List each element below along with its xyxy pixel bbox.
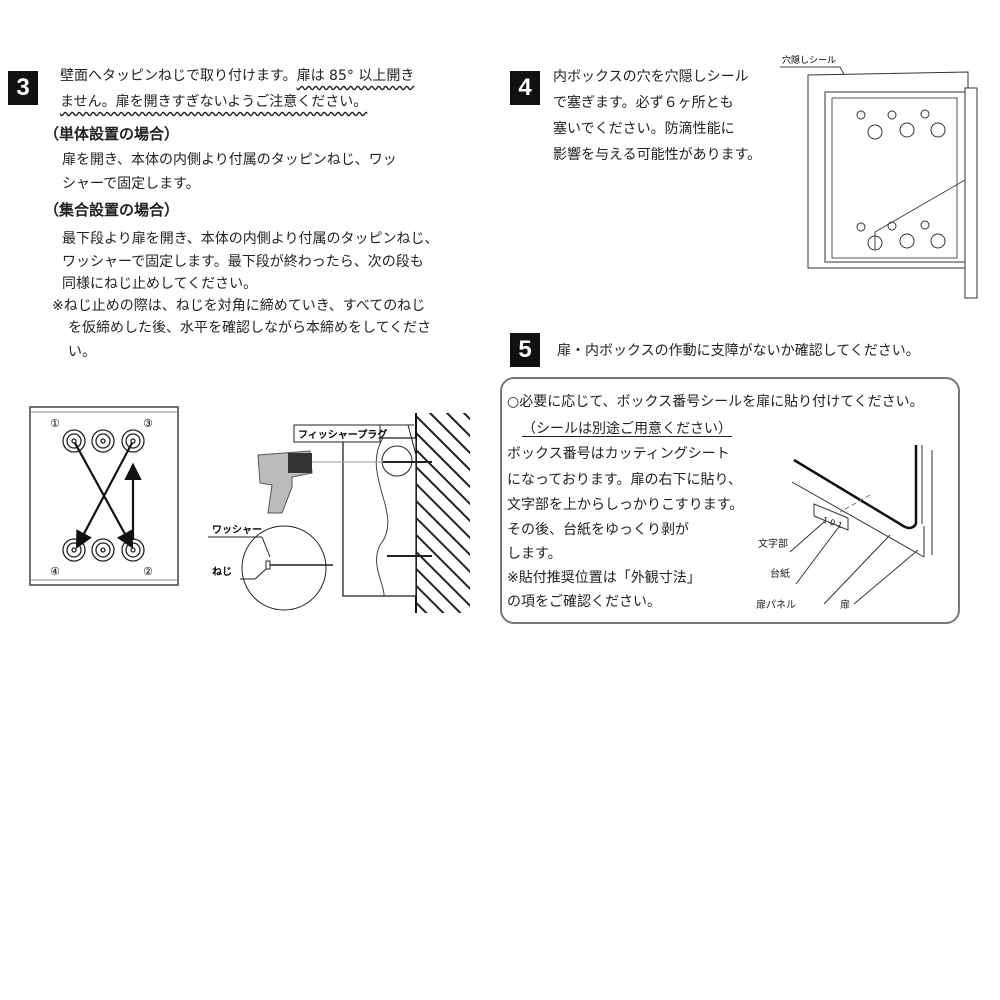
order-2: ② [143, 565, 153, 578]
step-3-intro-line-1: 壁面へタッピンねじで取り付けます。扉は 85° 以上開き [60, 67, 414, 85]
letters-part-label: 文字部 [758, 539, 788, 550]
note-line: ※ねじ止めの際は、ねじを対角に締めていき、すべてのねじ [52, 298, 426, 314]
sticker-body-line: 文字部を上からしっかりこすります。 [507, 497, 744, 513]
inner-box-seal-diagram: 穴隠しシール [780, 54, 978, 299]
step-3-warning-b: ません。扉を開きすぎないようご注意ください。 [60, 94, 368, 110]
door-label: 扉 [840, 600, 850, 611]
group-install-line: ワッシャーで固定します。最下段が終わったら、次の段も [62, 254, 424, 270]
order-1: ① [50, 417, 60, 430]
order-4: ④ [50, 565, 60, 578]
door-panel-label: 扉パネル [756, 600, 796, 611]
washer-label: ワッシャー [212, 524, 262, 536]
seal-label: 穴隠しシール [782, 54, 836, 66]
door-sticker-diagram: 1 0 1 [789, 445, 933, 605]
screw-order-diagram: ① ③ ④ ② [29, 406, 179, 586]
box-number-sticker-panel [500, 377, 960, 624]
step-5-text: 扉・内ボックスの作動に支障がないか確認してください。 [557, 343, 920, 359]
group-install-line: 同様にねじ止めしてください。 [62, 276, 258, 292]
single-install-line: 扉を開き、本体の内側より付属のタッピンねじ、ワッ [62, 152, 397, 168]
sticker-body-line: の項をご確認ください。 [507, 594, 661, 610]
sticker-note: （シールは別途ご用意ください） [522, 421, 732, 437]
single-install-line: シャーで固定します。 [62, 176, 200, 192]
wall-mount-diagram: フィッシャープラグ ワッシャー ねじ [208, 413, 470, 613]
step-3-warning-a: 扉は 85° 以上開き [296, 68, 415, 84]
step-4-line: で塞ぎます。必ず６ヶ所とも [553, 95, 734, 111]
single-install-heading: （単体設置の場合） [44, 125, 180, 143]
step-3-badge: 3 [8, 71, 38, 105]
step-4-line: 塞いでください。防滴性能に [553, 121, 735, 137]
sticker-body-line: ※貼付推奨位置は「外観寸法」 [507, 570, 701, 586]
sticker-body-line: します。 [507, 546, 562, 562]
note-line: を仮締めした後、水平を確認しながら本締めをしてくださ [68, 320, 432, 336]
order-3: ③ [143, 417, 153, 430]
step-4-line: 影響を与える可能性があります。 [553, 147, 762, 163]
screw-label: ねじ [212, 566, 232, 578]
step-3-intro-a: 壁面へタッピンねじで取り付けます。 [60, 68, 297, 84]
sticker-body-line: ボックス番号はカッティングシート [507, 446, 730, 462]
step-4-line: 内ボックスの穴を穴隠しシール [553, 69, 749, 85]
sticker-body-line: その後、台紙をゆっくり剥が [507, 522, 689, 538]
group-install-line: 最下段より扉を開き、本体の内側より付属のタッピンねじ、 [62, 231, 439, 247]
step-4-badge: 4 [510, 71, 540, 105]
sticker-instruction: ○必要に応じて、ボックス番号シールを扉に貼り付けてください。 [507, 394, 924, 410]
step-5-badge: 5 [510, 333, 540, 367]
group-install-heading: （集合設置の場合） [44, 201, 180, 219]
sticker-body-line: になっております。扉の右下に貼り、 [507, 472, 742, 488]
note-line: い。 [68, 344, 96, 360]
backing-paper-label: 台紙 [770, 569, 790, 580]
fischer-plug-label: フィッシャープラグ [298, 428, 387, 441]
